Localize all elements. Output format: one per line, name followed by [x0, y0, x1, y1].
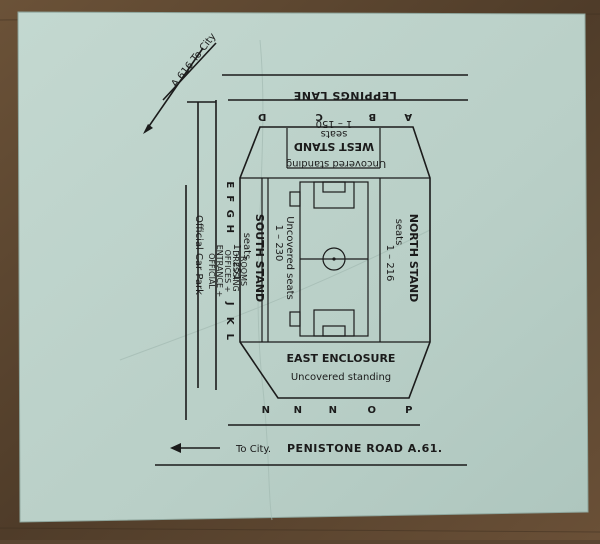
north-stand-seats-label: seats: [393, 219, 404, 246]
west-standing: Uncovered standing: [286, 158, 386, 169]
south-stand: SOUTH STAND seats 1 – 251 Uncovered seat…: [231, 214, 295, 302]
leppings-lane-label: LEPPINGS LANE: [293, 89, 396, 102]
football-pitch: [289, 181, 369, 337]
east-enclosure-name: EAST ENCLOSURE: [287, 352, 396, 365]
gate-letter: N: [262, 405, 271, 416]
gate-letter: B: [368, 111, 376, 122]
penistone-road: To City. PENISTONE ROAD A.61.: [155, 185, 467, 466]
north-stand-seats: 1 – 216: [384, 245, 395, 282]
south-stand-seats: 1 – 251: [231, 244, 242, 281]
gate-letter: K: [224, 317, 235, 326]
offices-label: OFFICES +: [223, 250, 232, 293]
gate-letter: A: [404, 111, 412, 122]
east-gates: N N N O P: [262, 405, 413, 416]
east-enclosure: EAST ENCLOSURE Uncovered standing: [287, 352, 396, 383]
south-gates: E F G H J K L: [224, 181, 235, 340]
penistone-road-label: PENISTONE ROAD A.61.: [287, 442, 443, 455]
west-stand-seats-label: seats: [321, 128, 348, 139]
gate-letter: P: [405, 405, 413, 416]
official-label: OFFICIAL: [207, 253, 216, 289]
south-uncovered-seats: Uncovered seats: [284, 216, 295, 300]
to-city-arrow: [170, 443, 181, 453]
gate-letter: L: [224, 334, 235, 341]
dressing-label: DRESSING: [231, 250, 240, 291]
west-stand-seats: 1 – 150: [316, 118, 353, 129]
north-stand-name: NORTH STAND: [407, 214, 420, 303]
official-entrance: OFFICIAL ENTRANCE + OFFICES + DRESSING R…: [207, 245, 248, 298]
gate-letter: J: [224, 301, 235, 306]
gate-letter: E: [224, 181, 235, 188]
gate-letter: G: [224, 210, 235, 219]
gate-letter: F: [224, 195, 235, 202]
gate-letter: N: [294, 405, 303, 416]
car-park-label: Official Car Park: [193, 215, 204, 295]
gate-letter: N: [329, 405, 338, 416]
to-city-label: To City.: [235, 444, 271, 455]
west-stand-name: WEST STAND: [294, 140, 374, 153]
south-stand-name: SOUTH STAND: [253, 214, 266, 302]
west-gates: D C B A: [258, 111, 413, 122]
leppings-lane-road: LEPPINGS LANE: [222, 74, 468, 102]
south-stand-seats-label: seats: [241, 233, 252, 260]
east-standing: Uncovered standing: [291, 372, 391, 383]
stadium-outline: [239, 126, 431, 399]
gate-letter: H: [224, 225, 235, 234]
gate-letter: D: [258, 111, 267, 122]
gate-letter: C: [315, 111, 323, 122]
rooms-label: ROOMS: [239, 256, 248, 286]
ticket-card: [17, 11, 589, 523]
entrance-label: ENTRANCE +: [215, 245, 224, 298]
south-uncovered-seat-range: 1 – 230: [273, 225, 284, 262]
west-stand: WEST STAND seats 1 – 150 Uncovered stand…: [286, 118, 386, 169]
gate-letter: O: [367, 405, 376, 416]
north-stand: NORTH STAND seats 1 – 216: [384, 214, 420, 303]
